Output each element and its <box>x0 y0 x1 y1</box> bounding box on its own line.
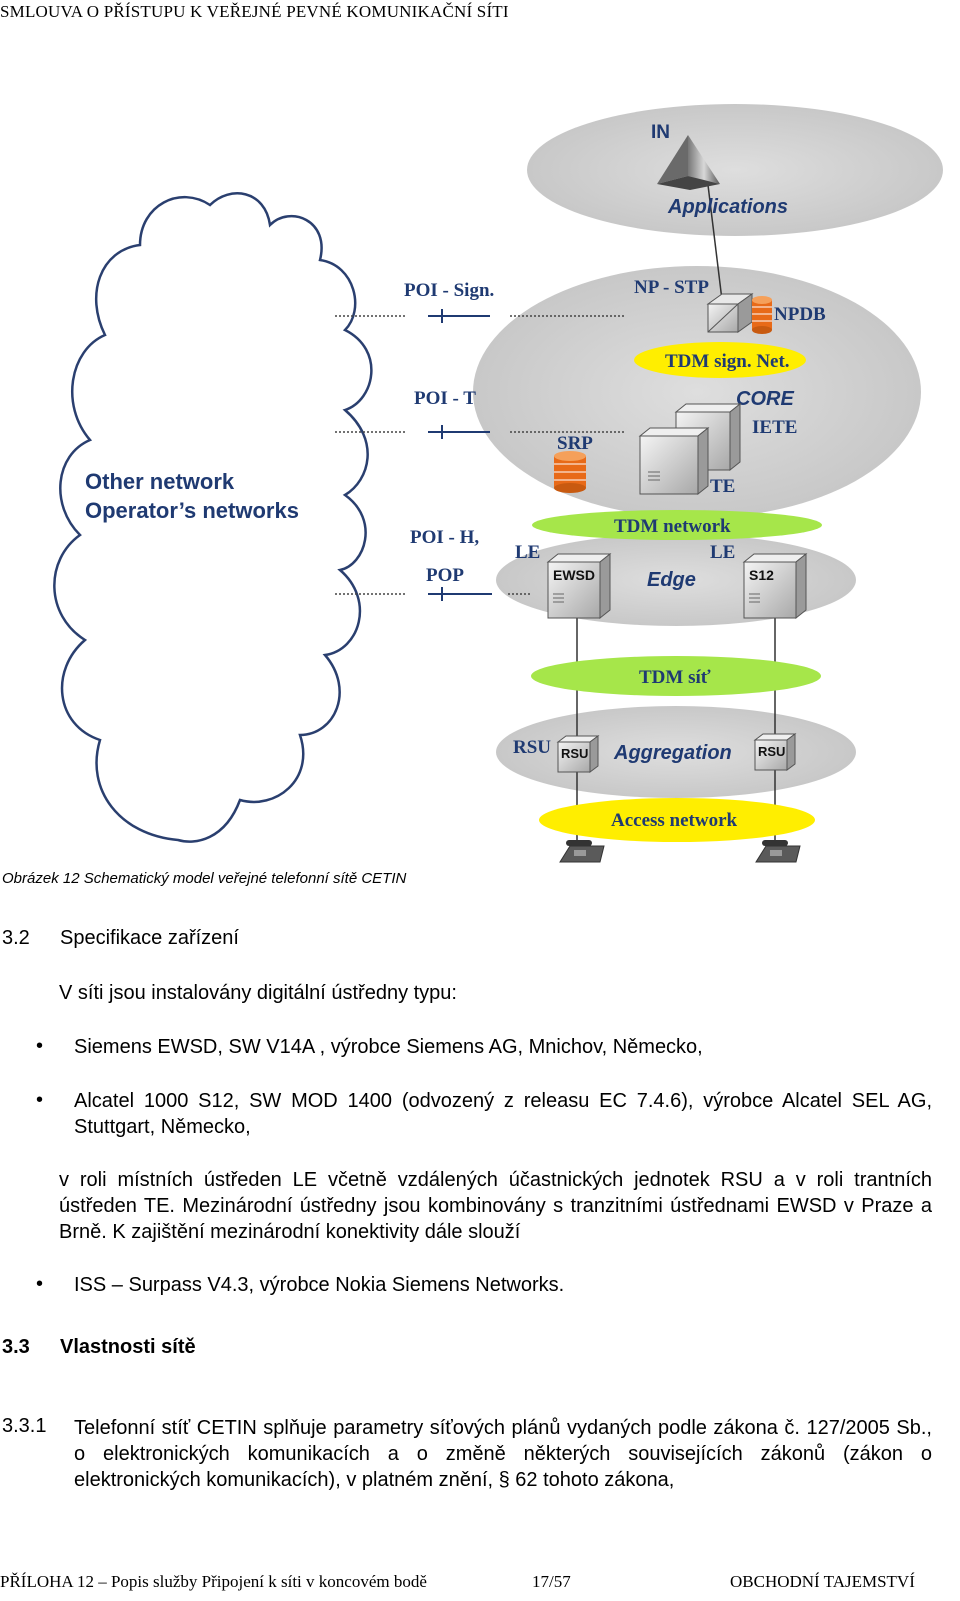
te-label: TE <box>710 476 735 497</box>
network-diagram: Other network Operator’s networks IN App… <box>53 104 943 863</box>
footer-left: PŘÍLOHA 12 – Popis služby Připojení k sí… <box>0 1572 427 1591</box>
bullet-item-3: ISS – Surpass V4.3, výrobce Nokia Siemen… <box>74 1274 565 1296</box>
telephone-icon-right <box>755 840 801 863</box>
npdb-label: NPDB <box>774 304 826 325</box>
item-3-3-1-text: Telefonní stíť CETIN splňuje parametry s… <box>74 1417 932 1491</box>
section-3-3-heading: 3.3 Vlastnosti sítě <box>2 1336 196 1359</box>
core-label: CORE <box>736 388 794 410</box>
section-number: 3.2 <box>2 927 30 949</box>
npdb-database-icon <box>752 296 772 334</box>
stp-box-icon <box>706 293 754 333</box>
bullet-item-1: Siemens EWSD, SW V14A , výrobce Siemens … <box>74 1036 703 1058</box>
rsu-box-right-label: RSU <box>758 744 785 759</box>
cloud-label-line-2: Operator’s networks <box>85 498 299 523</box>
s12-switch-box <box>742 552 808 620</box>
bullet-marker: • <box>36 1273 44 1295</box>
tdm-network-ellipse <box>532 510 822 540</box>
aggregation-ellipse <box>496 706 856 798</box>
aggregation-label: Aggregation <box>613 742 732 764</box>
section-number: 3.3 <box>2 1336 30 1358</box>
cloud-shape <box>53 192 373 843</box>
page-header: SMLOUVA O PŘÍSTUPU K VEŘEJNÉ PEVNÉ KOMUN… <box>0 2 509 21</box>
ewsd-label: EWSD <box>553 567 595 583</box>
telephone-icon-left <box>559 840 605 863</box>
footer-right: OBCHODNÍ TAJEMSTVÍ <box>730 1572 915 1591</box>
bullet-marker: • <box>36 1035 44 1057</box>
srp-label: SRP <box>557 433 593 454</box>
tdm-sign-net-label: TDM sign. Net. <box>665 351 790 372</box>
poi-t-label: POI - T <box>414 388 476 409</box>
poi-h-label: POI - H, <box>410 527 479 548</box>
footer-page-number: 17/57 <box>532 1572 571 1591</box>
item-3-3-1-number: 3.3.1 <box>2 1415 47 1437</box>
section-3-2-heading: 3.2 Specifikace zařízení <box>2 927 239 950</box>
bullet-marker: • <box>36 1089 44 1111</box>
in-ellipse <box>527 104 943 236</box>
bullet-item-2: Alcatel 1000 S12, SW MOD 1400 (odvozený … <box>74 1090 932 1138</box>
srp-database-icon <box>554 451 586 493</box>
access-network-ellipse <box>539 798 815 842</box>
iete-label: IETE <box>752 417 797 438</box>
rsu-box-right <box>753 733 797 771</box>
edge-label: Edge <box>647 569 696 591</box>
le-right-label: LE <box>710 542 735 563</box>
tdm-sit-label: TDM síť <box>639 667 711 688</box>
np-stp-label: NP - STP <box>634 277 709 298</box>
core-switch-box-front <box>638 426 710 496</box>
equipment-paragraph: v roli místních ústředen LE včetně vzdál… <box>59 1169 932 1243</box>
tdm-network-label: TDM network <box>614 516 731 537</box>
ewsd-switch-box <box>546 552 612 620</box>
intro-text: V síti jsou instalovány digitální ústřed… <box>59 982 457 1004</box>
in-label: IN <box>651 122 670 143</box>
section-title: Specifikace zařízení <box>60 927 239 949</box>
access-network-label: Access network <box>611 810 738 831</box>
cloud-label-line-1: Other network <box>85 469 235 494</box>
rsu-box-left <box>556 735 600 773</box>
poi-sign-label: POI - Sign. <box>404 280 494 301</box>
pop-label: POP <box>426 565 464 586</box>
section-title: Vlastnosti sítě <box>60 1336 196 1358</box>
figure-caption: Obrázek 12 Schematický model veřejné tel… <box>2 870 407 887</box>
s12-label: S12 <box>749 567 774 583</box>
le-left-label: LE <box>515 542 540 563</box>
rsu-label: RSU <box>513 737 551 758</box>
applications-label: Applications <box>667 196 788 218</box>
in-pyramid-icon <box>657 135 720 190</box>
tdm-sign-net-ellipse <box>634 342 806 378</box>
tdm-sit-ellipse <box>531 656 821 696</box>
rsu-box-left-label: RSU <box>561 746 588 761</box>
